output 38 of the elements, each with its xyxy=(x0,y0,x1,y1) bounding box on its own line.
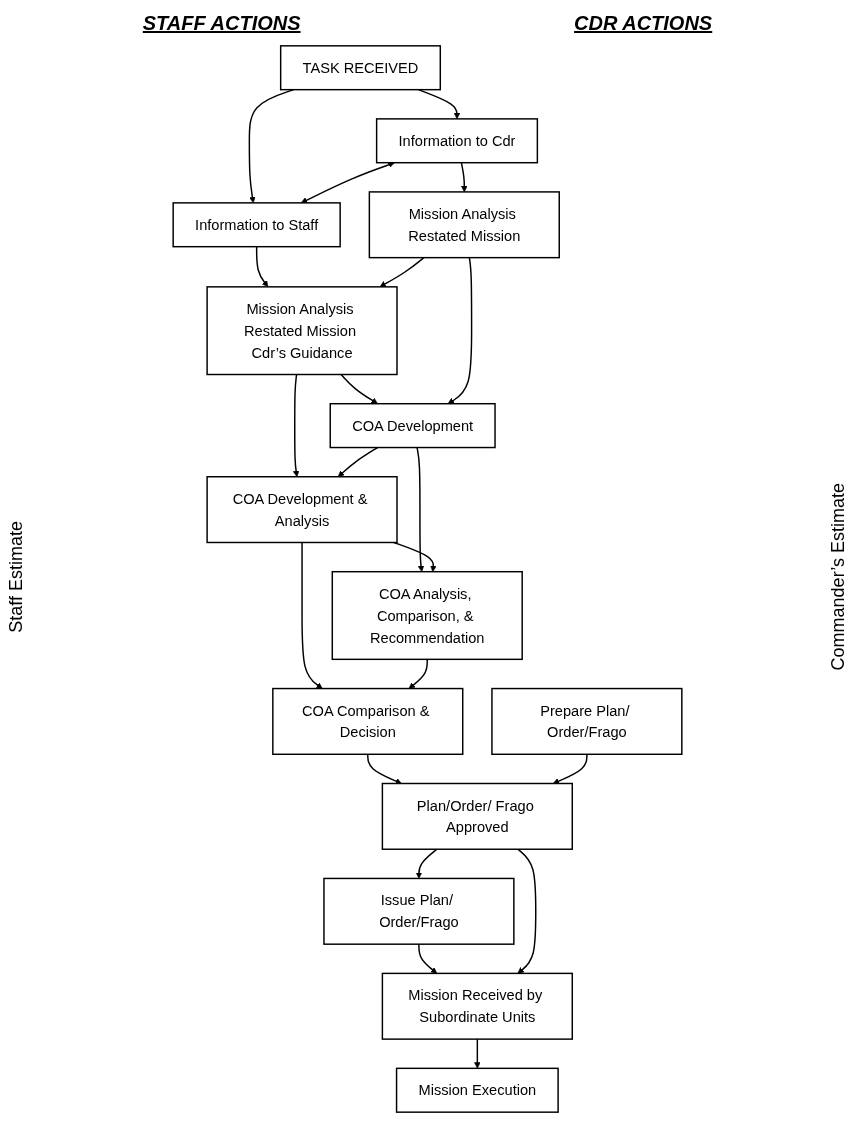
arrow xyxy=(416,446,425,572)
node-box: Information to Cdr xyxy=(375,118,539,164)
arrow xyxy=(474,1038,481,1069)
node-box: Information to Staff xyxy=(172,202,341,248)
arrow xyxy=(415,848,438,879)
arrow xyxy=(300,161,395,204)
arrow xyxy=(367,753,402,785)
column-heading: STAFF ACTIONS xyxy=(142,11,301,35)
arrow xyxy=(460,161,468,193)
node-box: COA Analysis, Comparison, & Recommendation xyxy=(331,570,523,661)
arrow xyxy=(393,541,437,572)
arrow xyxy=(255,245,269,288)
arrow xyxy=(418,943,438,974)
arrow xyxy=(417,88,461,120)
node-box: COA Development xyxy=(329,403,496,449)
arrow xyxy=(447,256,473,404)
node-box: Mission Analysis Restated Mission xyxy=(368,191,560,259)
node-box: Prepare Plan/ Order/Frago xyxy=(491,687,683,755)
arrow xyxy=(248,88,295,204)
arrow xyxy=(552,753,588,785)
arrow xyxy=(408,658,428,689)
side-label: Staff Estimate xyxy=(6,521,27,633)
node-box: Mission Received by Subordinate Units xyxy=(381,972,573,1040)
node-box: Mission Execution xyxy=(395,1067,559,1113)
node-box: Issue Plan/ Order/Frago xyxy=(323,877,515,945)
arrow xyxy=(379,256,425,288)
column-heading: CDR ACTIONS xyxy=(574,11,713,35)
node-box: TASK RECEIVED xyxy=(279,45,442,91)
node-box: Plan/Order/ Frago Approved xyxy=(381,782,573,850)
arrow xyxy=(340,373,378,404)
node-box: Mission Analysis Restated Mission Cdr’s Guidance xyxy=(206,286,398,376)
node-box: COA Comparison & Decision xyxy=(272,687,464,755)
node-box: COA Development & Analysis xyxy=(206,476,398,544)
arrow xyxy=(337,446,379,478)
side-label: Commander’s Estimate xyxy=(828,483,849,671)
arrow xyxy=(517,848,537,974)
arrow xyxy=(301,541,323,689)
arrow xyxy=(292,373,300,478)
